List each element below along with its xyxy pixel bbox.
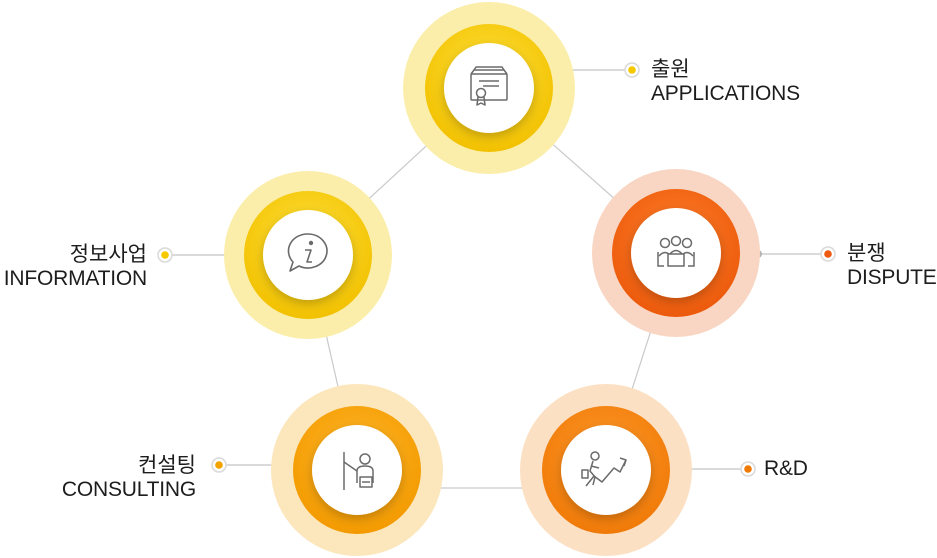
bullet-information — [157, 247, 173, 263]
label-consulting-en: CONSULTING — [61, 478, 196, 501]
label-dispute: 분쟁 DISPUTE — [847, 242, 937, 290]
growth-climb-icon — [581, 451, 627, 487]
node-rnd-disc — [561, 425, 651, 515]
label-consulting: 컨설팅 CONSULTING — [62, 454, 196, 502]
label-dispute-en: DISPUTE — [847, 266, 937, 289]
bullet-consulting — [211, 457, 227, 473]
label-information-en: INFORMATION — [3, 267, 147, 290]
bullet-applications — [624, 62, 640, 78]
label-rnd-en: R&D — [764, 457, 808, 480]
node-rnd[interactable] — [520, 384, 692, 556]
presenter-icon — [343, 452, 374, 490]
label-rnd: R&D — [764, 457, 808, 481]
meeting-group-icon — [657, 235, 695, 267]
label-dispute-ko: 분쟁 — [847, 242, 886, 265]
certificate-icon — [470, 66, 508, 106]
label-consulting-ko: 컨설팅 — [138, 454, 196, 477]
node-applications-disc — [444, 43, 534, 133]
label-information-ko: 정보사업 — [69, 243, 147, 266]
node-consulting[interactable] — [271, 384, 443, 556]
label-applications: 출원 APPLICATIONS — [651, 58, 800, 106]
node-information-disc — [263, 210, 353, 300]
node-dispute-disc — [631, 208, 721, 298]
info-bubble-icon — [287, 233, 328, 272]
bullet-rnd — [740, 461, 756, 477]
label-applications-ko: 출원 — [651, 58, 690, 81]
bullet-dispute — [820, 246, 836, 262]
node-applications[interactable] — [403, 2, 575, 174]
label-applications-en: APPLICATIONS — [651, 82, 800, 105]
node-information[interactable] — [224, 171, 392, 339]
label-information: 정보사업 INFORMATION — [4, 243, 147, 291]
node-dispute[interactable] — [592, 169, 760, 337]
